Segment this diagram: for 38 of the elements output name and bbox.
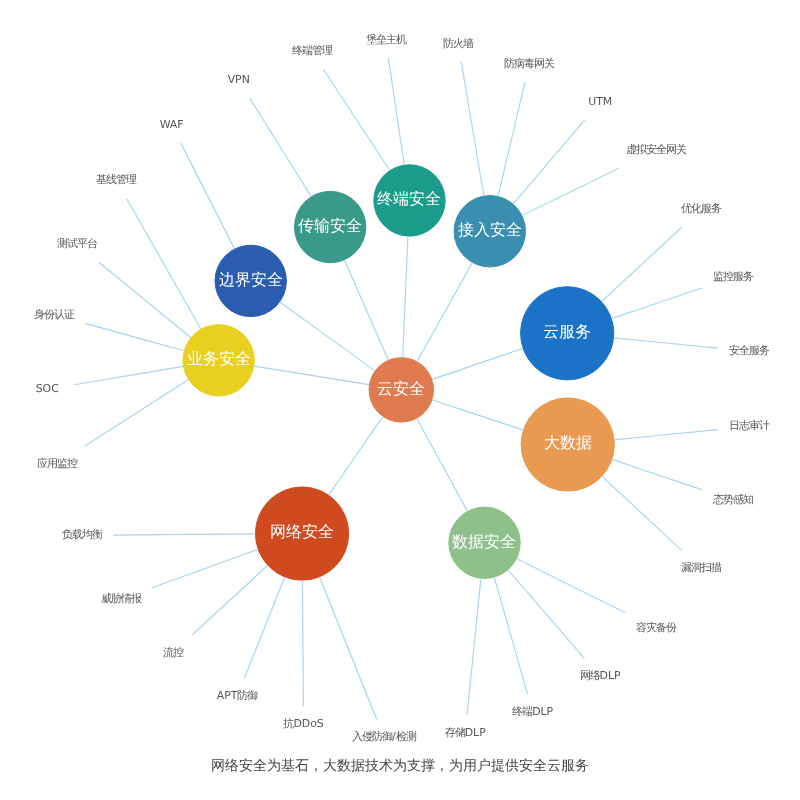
connector — [279, 301, 376, 372]
connector — [613, 337, 719, 349]
connector — [516, 558, 626, 614]
connector — [84, 379, 190, 447]
connector — [521, 167, 621, 217]
connector — [243, 576, 286, 680]
connector — [512, 119, 586, 205]
connector — [151, 548, 259, 589]
connector — [112, 533, 256, 536]
connector — [497, 81, 526, 197]
connector — [416, 417, 468, 512]
connector — [431, 399, 524, 431]
connector — [253, 365, 370, 386]
connector — [322, 68, 391, 171]
connector — [416, 262, 473, 363]
connector — [507, 569, 586, 660]
connector — [180, 142, 236, 250]
connector — [301, 579, 304, 707]
connector — [460, 61, 485, 197]
connector — [328, 415, 384, 496]
connector — [466, 577, 482, 716]
connector — [611, 287, 703, 319]
connector — [613, 428, 719, 441]
connector — [601, 226, 683, 302]
connector — [73, 365, 184, 386]
connector — [318, 576, 378, 721]
connector — [191, 564, 269, 636]
connector — [387, 57, 405, 166]
connector — [611, 458, 703, 491]
connector — [343, 259, 389, 361]
connector — [431, 347, 524, 380]
connector — [493, 576, 529, 695]
connector — [601, 475, 683, 551]
connector — [402, 235, 409, 358]
connector — [126, 198, 202, 330]
connector — [98, 261, 192, 339]
connector — [84, 322, 185, 352]
connector — [249, 97, 312, 198]
